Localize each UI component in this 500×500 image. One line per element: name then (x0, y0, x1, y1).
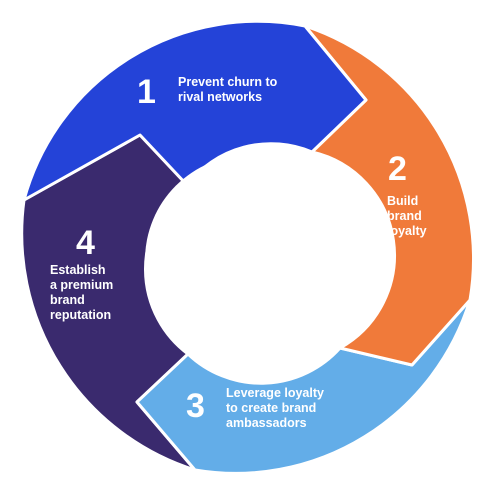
segment-3-number: 3 (186, 387, 205, 425)
segment-2-label: Build brand loyalty (387, 194, 427, 238)
segment-4-label: Establish a premium brand reputation (50, 263, 117, 322)
segment-4-number: 4 (76, 224, 95, 262)
segment-3-label: Leverage loyalty to create brand ambassa… (226, 386, 327, 430)
segment-3-arrow (135, 298, 472, 475)
segment-1-arrow (22, 19, 368, 202)
segment-2-number: 2 (388, 150, 407, 188)
segment-2-arrow (303, 24, 475, 367)
segment-1-number: 1 (137, 73, 156, 111)
center-hole (145, 155, 355, 365)
segment-1-label: Prevent churn to rival networks (178, 75, 281, 104)
